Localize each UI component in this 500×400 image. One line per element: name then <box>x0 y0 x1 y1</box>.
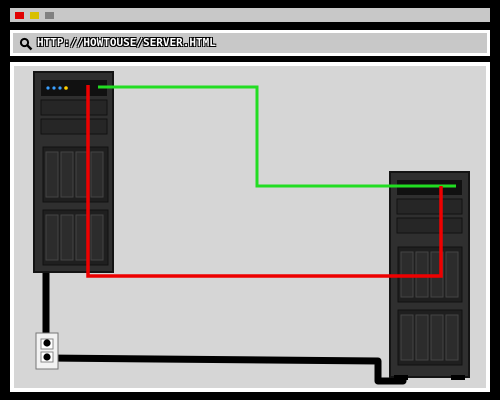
status-leds <box>46 86 68 90</box>
server-left <box>33 71 114 273</box>
address-bar[interactable]: HTTP://HOWTOUSE/SERVER.HTML <box>10 30 490 56</box>
network-diagram <box>33 71 470 385</box>
window-maximize-button[interactable] <box>45 12 54 19</box>
window-close-button[interactable] <box>15 12 24 19</box>
page-content <box>10 62 490 392</box>
wall-outlet <box>35 332 59 370</box>
network-cable-red <box>86 85 443 278</box>
search-icon <box>19 37 33 51</box>
window-titlebar <box>10 8 490 22</box>
window-minimize-button[interactable] <box>30 12 39 19</box>
network-cable-green <box>98 85 456 188</box>
url-text: HTTP://HOWTOUSE/SERVER.HTML <box>37 36 216 49</box>
power-cable-outlet-to-server <box>46 354 407 385</box>
